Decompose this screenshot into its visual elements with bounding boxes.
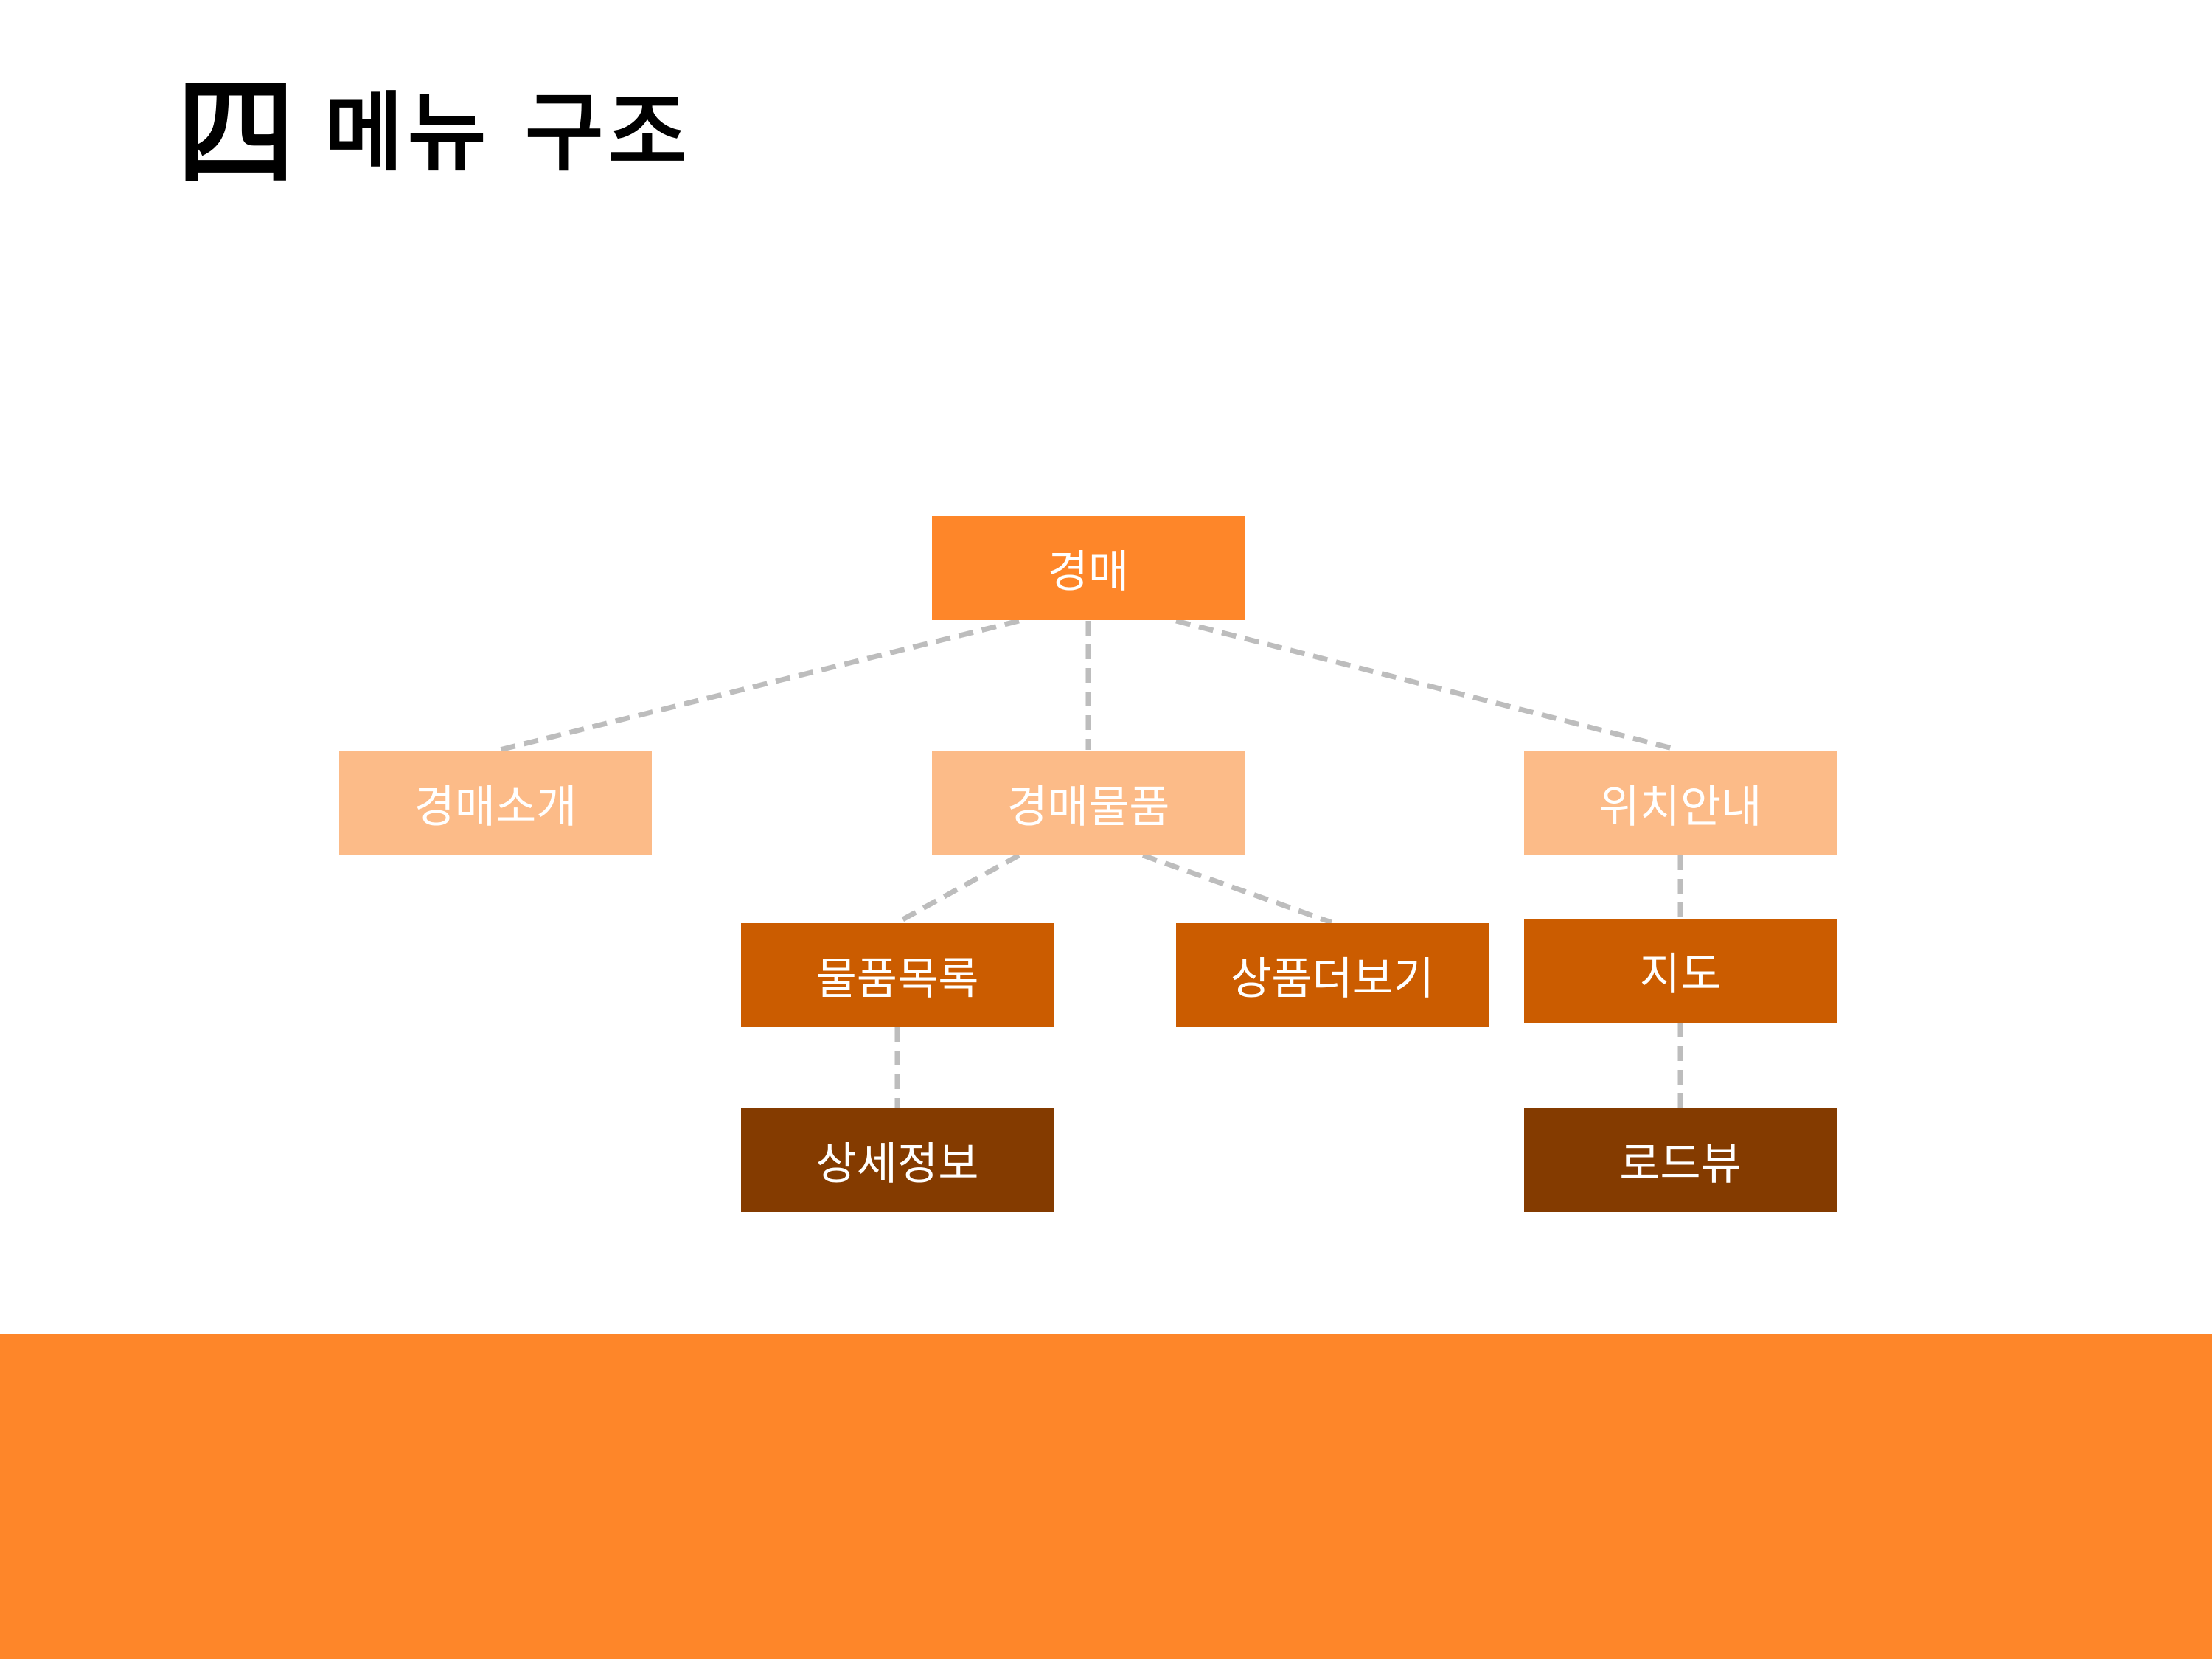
title-text: 메뉴 구조 [324,83,692,183]
node-roadview[interactable]: 로드뷰 [1524,1108,1837,1212]
slide-title: 四 메뉴 구조 [177,63,691,203]
node-auction-items-label: 경매물품 [1006,782,1170,833]
node-auction-items[interactable]: 경매물품 [932,751,1245,855]
footer-band [0,1334,2212,1659]
node-item-detail[interactable]: 상세정보 [741,1108,1054,1212]
node-item-detail-label: 상세정보 [815,1138,979,1190]
node-map-label: 지도 [1639,949,1722,1001]
connector-items-more [1141,852,1333,925]
node-item-list[interactable]: 물품목록 [741,923,1054,1027]
node-auction-root-label: 경매 [1047,546,1130,598]
node-auction-intro-label: 경매소개 [414,782,577,833]
node-item-list-label: 물품목록 [815,953,979,1005]
node-item-more[interactable]: 상품더보기 [1176,923,1489,1027]
node-roadview-label: 로드뷰 [1619,1138,1742,1190]
node-auction-root[interactable]: 경매 [932,516,1245,620]
title-numeral: 四 [177,63,296,202]
node-map[interactable]: 지도 [1524,919,1837,1023]
node-location-guide-label: 위치안내 [1599,782,1762,833]
node-item-more-label: 상품더보기 [1231,953,1434,1005]
connector-root-location [1175,618,1679,753]
node-location-guide[interactable]: 위치안내 [1524,751,1837,855]
node-auction-intro[interactable]: 경매소개 [339,751,652,855]
connector-items-list [896,852,1020,925]
connector-root-intro [499,618,1020,753]
